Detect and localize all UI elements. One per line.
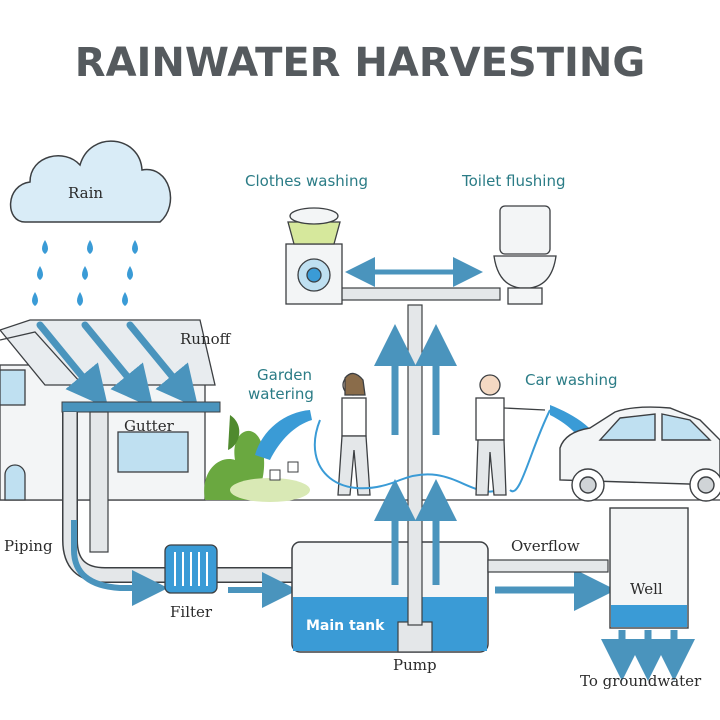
garden-plant-icon bbox=[204, 415, 310, 502]
vertical-supply-pipe bbox=[407, 304, 423, 626]
rain-label: Rain bbox=[68, 184, 104, 202]
page-title: RAINWATER HARVESTING bbox=[74, 40, 646, 86]
upward-flow-arrows bbox=[374, 324, 457, 585]
piping-arrow bbox=[71, 520, 168, 606]
man-washing-figure bbox=[475, 374, 546, 496]
main-tank-icon bbox=[291, 541, 489, 653]
piping-label: Piping bbox=[4, 537, 53, 555]
well-icon bbox=[609, 507, 689, 629]
filter-icon bbox=[164, 544, 218, 594]
groundwater-arrows bbox=[601, 630, 695, 681]
clothes-washing-label: Clothes washing bbox=[245, 172, 368, 190]
raindrops-icon bbox=[32, 240, 138, 306]
well-label: Well bbox=[630, 580, 663, 598]
garden-watering-label-1: Garden bbox=[257, 366, 312, 384]
car-icon bbox=[559, 406, 720, 502]
to-groundwater-label: To groundwater bbox=[580, 672, 702, 690]
gutter-label: Gutter bbox=[124, 417, 174, 435]
garden-hose bbox=[313, 419, 501, 493]
overflow-pipe bbox=[487, 559, 609, 573]
overflow-label: Overflow bbox=[511, 537, 580, 555]
pump-icon bbox=[397, 621, 433, 653]
main-tank-label: Main tank bbox=[306, 618, 385, 634]
runoff-label: Runoff bbox=[180, 330, 231, 348]
filter-label: Filter bbox=[170, 603, 213, 621]
toilet-icon bbox=[493, 205, 557, 305]
toilet-flushing-label: Toilet flushing bbox=[462, 172, 566, 190]
rain-cloud-icon bbox=[9, 140, 172, 223]
pump-label: Pump bbox=[393, 656, 437, 674]
runoff-arrows bbox=[36, 321, 199, 409]
car-hose bbox=[509, 409, 551, 493]
garden-spray bbox=[255, 410, 312, 460]
garden-watering-label-2: watering bbox=[248, 385, 314, 403]
car-washing-label: Car washing bbox=[525, 371, 618, 389]
gutter-icon bbox=[61, 401, 221, 413]
second-downpipe bbox=[89, 411, 109, 553]
woman-watering-figure bbox=[337, 372, 371, 496]
washing-machine-icon bbox=[285, 207, 343, 305]
